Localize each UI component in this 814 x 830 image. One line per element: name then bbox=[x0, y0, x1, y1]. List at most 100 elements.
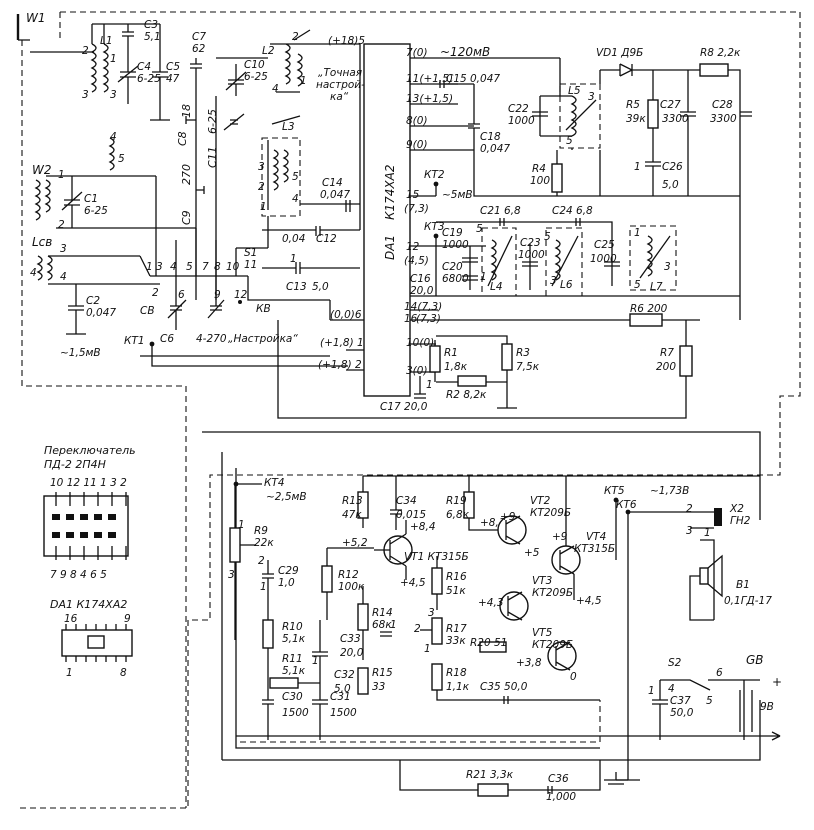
resistor-r16: R16 51к +4,5 bbox=[400, 556, 467, 610]
potentiometer-r9: 1 R9 22к 2 3 bbox=[228, 484, 274, 640]
svg-text:~5мВ: ~5мВ bbox=[442, 189, 473, 201]
test-point-kt2: КТ2 ~5мВ bbox=[424, 169, 473, 201]
svg-text:1000: 1000 bbox=[518, 249, 545, 261]
svg-text:ка“: ка“ bbox=[330, 91, 349, 103]
svg-text:1: 1 bbox=[58, 169, 65, 181]
svg-text:~2,5мВ: ~2,5мВ bbox=[266, 491, 307, 503]
resistor-r15: R15 33 bbox=[357, 667, 393, 695]
svg-text:1: 1 bbox=[110, 53, 117, 65]
svg-text:33к: 33к bbox=[446, 635, 466, 647]
svg-text:C32: C32 bbox=[334, 669, 355, 681]
svg-text:6-25: 6-25 bbox=[84, 205, 108, 217]
svg-text:R7: R7 bbox=[660, 347, 674, 359]
svg-text:C7: C7 bbox=[192, 31, 206, 43]
svg-text:9(0): 9(0) bbox=[406, 139, 428, 151]
capacitor-c18: C18 0,047 bbox=[468, 84, 740, 197]
svg-text:3: 3 bbox=[428, 607, 435, 619]
svg-text:6-25: 6-25 bbox=[244, 71, 268, 83]
svg-text:5,1к: 5,1к bbox=[282, 633, 306, 645]
svg-text:C11: C11 bbox=[206, 146, 219, 168]
tank-l5-c22: C22 1000 L5 3 5 bbox=[508, 58, 601, 150]
svg-text:C20: C20 bbox=[442, 261, 463, 273]
svg-text:R13: R13 bbox=[342, 495, 363, 507]
svg-text:C26: C26 bbox=[662, 161, 683, 173]
svg-text:0,047: 0,047 bbox=[480, 143, 510, 155]
svg-text:6,8к: 6,8к bbox=[446, 509, 470, 521]
svg-text:R18: R18 bbox=[446, 667, 467, 679]
svg-text:1: 1 bbox=[300, 75, 307, 87]
svg-text:C23: C23 bbox=[520, 237, 541, 249]
svg-text:1: 1 bbox=[634, 227, 641, 239]
svg-text:ПД-2 2П4Н: ПД-2 2П4Н bbox=[44, 458, 106, 471]
svg-text:3(0): 3(0) bbox=[406, 365, 428, 377]
svg-text:5,1: 5,1 bbox=[144, 31, 161, 43]
svg-text:1: 1 bbox=[424, 643, 431, 655]
svg-text:5,0: 5,0 bbox=[312, 281, 329, 293]
svg-text:C29: C29 bbox=[278, 565, 299, 577]
svg-text:0,015: 0,015 bbox=[396, 509, 426, 521]
svg-text:0,047: 0,047 bbox=[470, 73, 500, 85]
svg-text:0: 0 bbox=[570, 671, 577, 683]
svg-text:C27: C27 bbox=[660, 99, 681, 111]
svg-text:100: 100 bbox=[530, 175, 550, 187]
capacitor-c8: C8 18 bbox=[176, 104, 196, 146]
svg-text:10 12 11 1 3 2: 10 12 11 1 3 2 bbox=[50, 477, 127, 489]
svg-text:ГН2: ГН2 bbox=[730, 515, 751, 527]
svg-text:R16: R16 bbox=[446, 571, 467, 583]
svg-text:C33: C33 bbox=[340, 633, 361, 645]
svg-text:+5,2: +5,2 bbox=[342, 537, 368, 549]
svg-text:R14: R14 bbox=[372, 607, 393, 619]
svg-text:7,5к: 7,5к bbox=[516, 361, 540, 373]
svg-text:C31: C31 bbox=[330, 691, 351, 703]
svg-text:2: 2 bbox=[292, 31, 299, 43]
svg-text:+4,5: +4,5 bbox=[400, 577, 426, 589]
svg-text:1000: 1000 bbox=[508, 115, 535, 127]
svg-text:C16: C16 bbox=[410, 273, 431, 285]
capacitor-c37: 1 C37 50,0 bbox=[648, 680, 694, 740]
potentiometer-r17: R17 33к 3 1 2 bbox=[414, 607, 467, 655]
svg-text:К174ХА2: К174ХА2 bbox=[383, 165, 397, 221]
resistor-r14: R14 68к bbox=[357, 586, 393, 660]
svg-text:(4,5): (4,5) bbox=[404, 255, 429, 267]
capacitor-c1: C1 6-25 bbox=[61, 176, 108, 228]
svg-text:R3: R3 bbox=[516, 347, 530, 359]
svg-text:B1: B1 bbox=[736, 579, 750, 591]
svg-text:270: 270 bbox=[180, 164, 193, 185]
shield-boundary bbox=[20, 11, 801, 809]
svg-text:„Точная: „Точная bbox=[318, 67, 362, 79]
svg-text:R4: R4 bbox=[532, 163, 546, 175]
transistor-vt3: VT3 КТ209Б +4,3 +4,5 bbox=[478, 575, 602, 621]
resistor-r19: R19 6,8к +8,3 bbox=[446, 476, 506, 531]
svg-text:1: 1 bbox=[312, 655, 319, 667]
svg-text:(7,3): (7,3) bbox=[404, 203, 429, 215]
svg-text:КТ2: КТ2 bbox=[424, 169, 445, 181]
capacitor-c7: C7 62 bbox=[190, 31, 206, 300]
svg-text:51к: 51к bbox=[446, 585, 466, 597]
svg-text:C24 6,8: C24 6,8 bbox=[552, 205, 593, 217]
svg-text:L5: L5 bbox=[568, 85, 581, 97]
svg-text:39к: 39к bbox=[626, 113, 646, 125]
svg-text:(0,0)6: (0,0)6 bbox=[330, 309, 362, 321]
svg-text:C30: C30 bbox=[282, 691, 303, 703]
svg-text:11: 11 bbox=[244, 259, 257, 271]
svg-text:3: 3 bbox=[228, 569, 235, 581]
coil-l2: L2 4 2 1 bbox=[262, 29, 311, 95]
svg-text:1: 1 bbox=[648, 685, 655, 697]
capacitor-c34: C34 0,015 +8,4 bbox=[390, 476, 436, 533]
svg-text:2: 2 bbox=[82, 45, 89, 57]
svg-text:4: 4 bbox=[30, 267, 37, 279]
svg-text:2: 2 bbox=[414, 623, 421, 635]
capacitor-c9: C9 270 bbox=[180, 164, 205, 225]
svg-text:1,000: 1,000 bbox=[546, 791, 576, 803]
svg-text:1: 1 bbox=[146, 261, 153, 273]
svg-text:2: 2 bbox=[258, 181, 265, 193]
transistor-vt5: VT5 КТ209Б +3,8 0 bbox=[516, 627, 577, 683]
capacitor-c2: C2 0,047 bbox=[66, 284, 116, 335]
svg-text:4: 4 bbox=[110, 131, 117, 143]
amp-frame bbox=[202, 431, 761, 761]
svg-text:~1,5мВ: ~1,5мВ bbox=[60, 347, 101, 359]
svg-text:L6: L6 bbox=[560, 279, 573, 291]
svg-text:1: 1 bbox=[260, 201, 267, 213]
resistor-r6: R6 200 bbox=[629, 303, 668, 327]
